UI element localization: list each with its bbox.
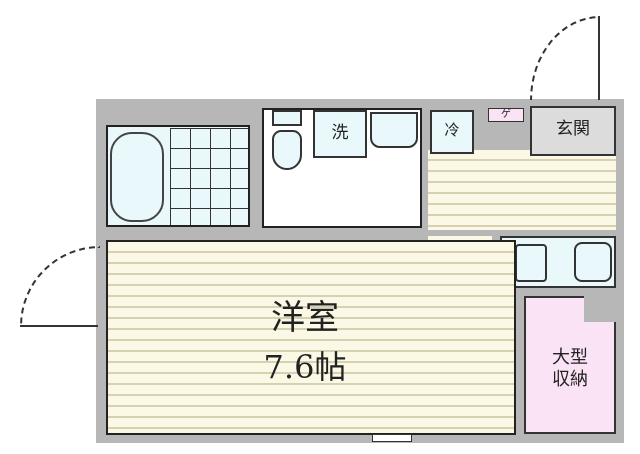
balcony-door-leaf: [20, 325, 98, 327]
balcony-door-swing: [20, 246, 100, 326]
entrance-label: 玄関: [556, 119, 590, 139]
main-room: [106, 240, 516, 435]
entrance-door-swing: [530, 16, 600, 100]
washer-space: 洗: [313, 110, 367, 158]
window: [372, 434, 412, 442]
toilet-tank-icon: [272, 110, 302, 126]
shower-tile-grid: [170, 128, 248, 225]
shoe-box: ゲ: [488, 108, 524, 122]
fridge-space: 冷: [430, 110, 474, 154]
sink-icon: [515, 244, 547, 282]
storage-notch: [584, 296, 616, 322]
kitchen-corridor: [428, 150, 616, 230]
stove-icon: [574, 242, 612, 282]
wash-basin: [370, 112, 418, 148]
washer-label: 洗: [331, 123, 349, 143]
shoe-box-label: ゲ: [501, 109, 511, 120]
entrance-door-leaf: [598, 16, 600, 100]
fridge-label: 冷: [444, 121, 460, 139]
storage-label-1: 大型: [552, 347, 588, 368]
entrance: 玄関: [530, 106, 616, 156]
bathtub: [110, 132, 164, 222]
room-name: 洋室: [271, 298, 339, 338]
toilet-icon: [272, 130, 302, 170]
storage-label-2: 収納: [552, 369, 588, 390]
room-size: 7.6帖: [263, 348, 347, 386]
